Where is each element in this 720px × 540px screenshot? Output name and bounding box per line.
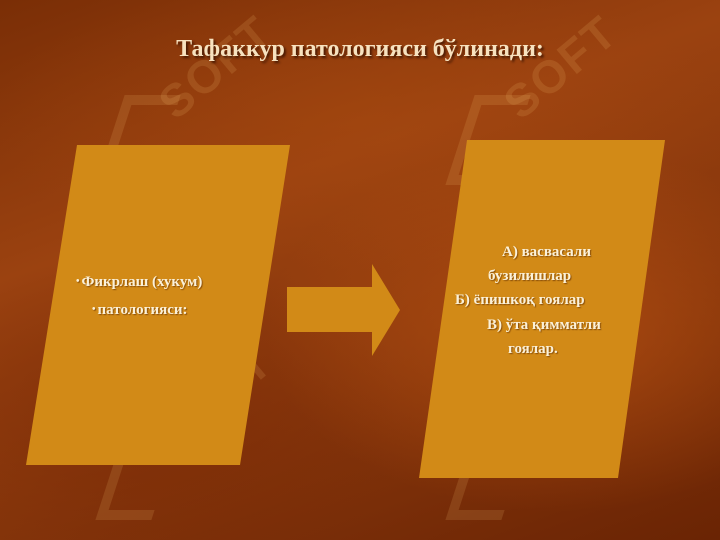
left-parallelogram-box	[26, 145, 290, 465]
right-box-line: бузилишлар	[488, 268, 572, 284]
bullet-icon: •	[92, 304, 96, 315]
right-box-line: Б) ёпишкоқ гоялар	[455, 292, 585, 308]
right-box-line: А) васвасали	[502, 244, 591, 260]
left-box-line: •патологияси:	[92, 298, 188, 322]
bullet-icon: •	[76, 276, 80, 287]
left-box-line: •Фикрлаш (хукум)	[76, 270, 202, 294]
slide-title: Тафаккур патологияси бўлинади:	[176, 36, 544, 62]
right-box-line: В) ўта қимматли	[487, 317, 601, 333]
left-box-line-text: Фикрлаш (хукум)	[81, 274, 203, 290]
right-box-line: гоялар.	[508, 341, 558, 357]
right-arrow-icon	[287, 264, 400, 356]
right-parallelogram-box	[419, 140, 665, 478]
left-box-line-text: патологияси:	[97, 302, 188, 318]
